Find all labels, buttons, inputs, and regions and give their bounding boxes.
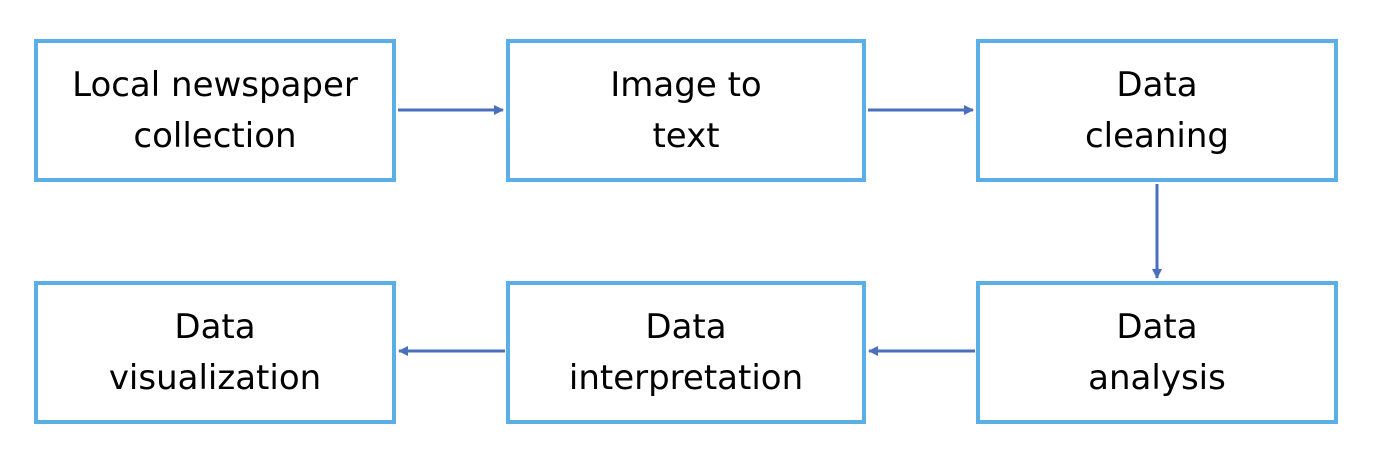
step-data-cleaning: Data cleaning — [976, 39, 1338, 182]
step-label: Image to text — [610, 64, 762, 156]
step-label: Data interpretation — [568, 306, 804, 398]
step-label: Data cleaning — [1084, 64, 1230, 156]
step-data-analysis: Data analysis — [976, 281, 1338, 424]
step-data-visualization: Data visualization — [34, 281, 396, 424]
step-local-newspaper-collection: Local newspaper collection — [34, 39, 396, 182]
step-label: Data analysis — [1088, 306, 1226, 398]
step-label: Data visualization — [108, 306, 322, 398]
step-image-to-text: Image to text — [506, 39, 866, 182]
step-data-interpretation: Data interpretation — [506, 281, 866, 424]
step-label: Local newspaper collection — [72, 64, 358, 156]
